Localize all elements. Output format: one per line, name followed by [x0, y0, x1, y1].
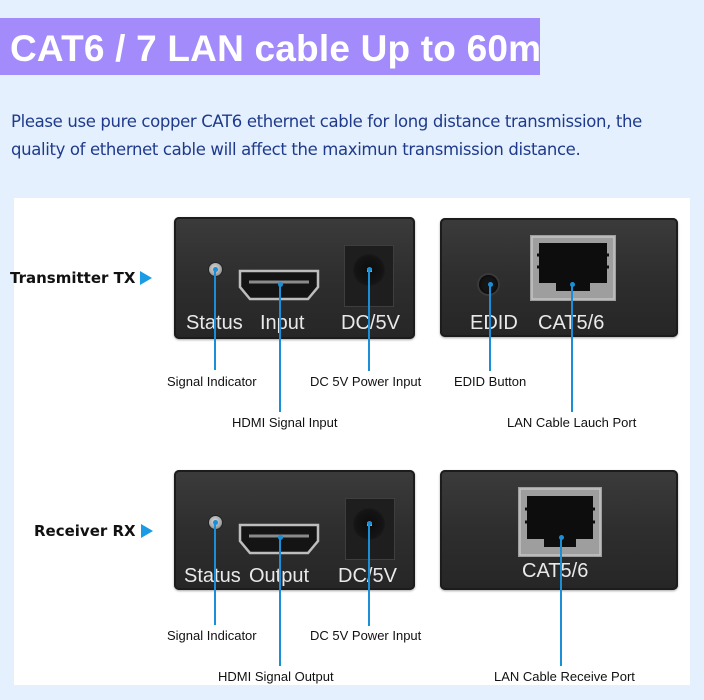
callout-dot — [570, 282, 575, 287]
description: Please use pure copper CAT6 ethernet cab… — [11, 108, 691, 163]
description-line-2: quality of ethernet cable will affect th… — [11, 139, 581, 159]
rj45-port-icon — [530, 235, 616, 301]
tx-callout-hdmi: HDMI Signal Input — [232, 415, 338, 430]
callout-line-power — [368, 524, 370, 626]
callout-dot — [559, 535, 564, 540]
callout-dot — [213, 267, 218, 272]
rx-callout-signal-indicator: Signal Indicator — [167, 628, 257, 643]
callout-dot — [488, 282, 493, 287]
callout-dot — [278, 535, 283, 540]
callout-line-signal-indicator — [214, 523, 216, 625]
callout-line-hdmi — [279, 285, 281, 412]
receiver-label: Receiver RX — [34, 522, 153, 540]
callout-line-lan — [560, 538, 562, 666]
callout-dot — [213, 520, 218, 525]
receiver-label-text: Receiver RX — [34, 522, 136, 540]
rx-callout-hdmi: HDMI Signal Output — [218, 669, 334, 684]
tx-input-text: Input — [260, 312, 305, 334]
right-triangle-icon — [140, 271, 153, 285]
callout-line-power — [368, 270, 370, 371]
callout-line-edid — [489, 285, 491, 371]
rx-status-text: Status — [184, 565, 241, 587]
rx-callout-lan: LAN Cable Receive Port — [494, 669, 635, 684]
rx-callout-power: DC 5V Power Input — [310, 628, 422, 643]
right-triangle-icon — [140, 524, 153, 538]
title-banner — [0, 18, 540, 75]
description-line-1: Please use pure copper CAT6 ethernet cab… — [11, 112, 642, 131]
transmitter-label-text: Transmitter TX — [10, 269, 136, 287]
callout-line-lan — [571, 285, 573, 412]
transmitter-label: Transmitter TX — [10, 269, 153, 287]
tx-callout-lan: LAN Cable Lauch Port — [507, 415, 637, 430]
callout-line-hdmi — [279, 538, 281, 666]
rx-cat-text: CAT5/6 — [522, 560, 589, 582]
callout-dot — [367, 267, 372, 272]
callout-dot — [278, 282, 283, 287]
tx-dc-text: DC/5V — [341, 312, 400, 334]
rx-dc-text: DC/5V — [338, 565, 397, 588]
callout-dot — [367, 521, 372, 526]
callout-line-signal-indicator — [214, 270, 216, 370]
tx-edid-text: EDID — [470, 312, 518, 334]
tx-callout-power: DC 5V Power Input — [310, 374, 422, 389]
tx-callout-edid: EDID Button — [454, 374, 527, 389]
tx-callout-signal-indicator: Signal Indicator — [167, 374, 257, 389]
page-title: CAT6 / 7 LAN cable Up to 60m — [10, 28, 542, 69]
